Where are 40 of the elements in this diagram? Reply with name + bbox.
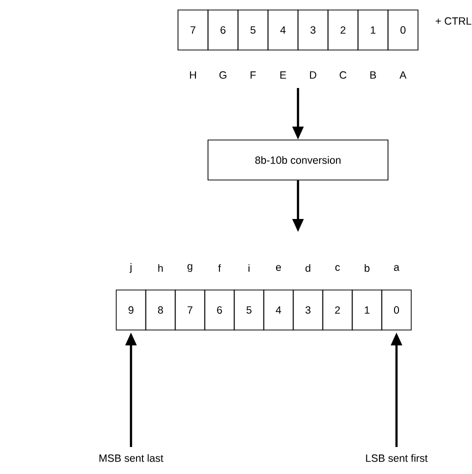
bit-letter: h: [158, 264, 163, 272]
register-cell: 5: [238, 10, 268, 50]
bit-letter: G: [219, 71, 226, 79]
signal-label: + CTRL: [436, 17, 472, 25]
register-cell: 9: [116, 290, 146, 330]
register-cell: 7: [178, 10, 208, 50]
register-cell: 6: [204, 290, 235, 330]
bit-letter: D: [310, 71, 316, 79]
register-cell: 4: [268, 10, 298, 50]
bit-letter: e: [276, 265, 281, 271]
bit-letter: g: [188, 264, 192, 272]
register-cell: 2: [322, 290, 353, 330]
bit-letter: i: [248, 264, 250, 272]
bit-letter: j: [130, 263, 132, 273]
bit-letter: E: [280, 71, 286, 79]
register-cell: 0: [381, 290, 412, 330]
register-cell: 1: [352, 290, 382, 330]
bit-letter: f: [218, 264, 221, 272]
register-cell: 4: [263, 290, 294, 330]
register-cell: 2: [328, 10, 358, 50]
bit-letter: C: [340, 71, 346, 79]
register-cell: 0: [388, 10, 418, 50]
bit-letter: b: [364, 264, 370, 272]
bit-label: MSB sent last: [99, 454, 164, 462]
register-cell: 3: [298, 10, 328, 50]
process-box: 8b-10b conversion: [208, 140, 388, 180]
bit-letter: H: [190, 71, 196, 79]
register-cell: 5: [234, 290, 264, 330]
register-cell: 6: [208, 10, 238, 50]
register-cell: 8: [145, 290, 176, 330]
bit-label: LSB sent first: [366, 454, 428, 462]
bit-letter: B: [370, 71, 376, 79]
bit-letter: F: [250, 71, 256, 79]
bit-letter: d: [306, 264, 310, 272]
register-cell: 7: [174, 290, 206, 330]
register-cell: 3: [292, 290, 324, 330]
bit-letter: c: [335, 265, 340, 271]
bit-letter: a: [394, 265, 400, 271]
bit-letter: A: [400, 71, 406, 79]
register-cell: 1: [358, 10, 388, 50]
